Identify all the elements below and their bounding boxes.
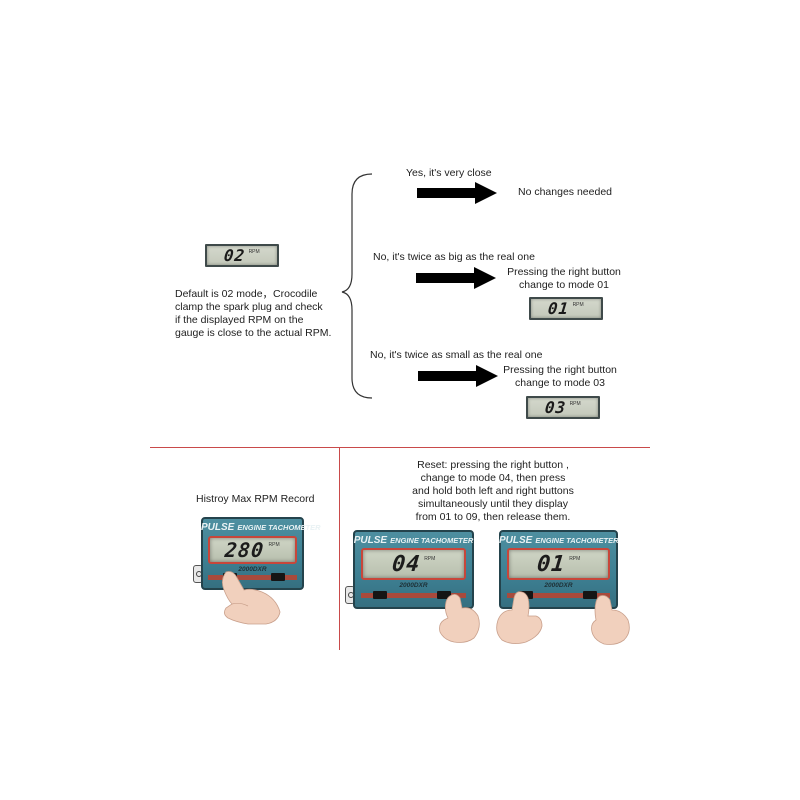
mode-03-digits: 03 xyxy=(544,398,568,417)
branch-close-question: Yes, it's very close xyxy=(406,167,492,179)
rpm-unit-label: RPM xyxy=(572,301,584,308)
mode-01-reset-digits: 01 xyxy=(535,551,567,577)
branch-close-result: No changes needed xyxy=(518,186,612,198)
branch-big-question: No, it's twice as big as the real one xyxy=(373,251,535,263)
branch-small-result: Pressing the right button change to mode… xyxy=(503,364,617,389)
device-screen: 01 RPM xyxy=(507,548,610,580)
device-screen: 04 RPM xyxy=(361,548,466,580)
horizontal-divider xyxy=(150,447,650,448)
arrow-right-icon xyxy=(417,182,497,204)
device-screen: 280 RPM xyxy=(208,536,297,564)
right-button[interactable] xyxy=(271,573,285,581)
device-model: 2000DXR xyxy=(544,582,573,589)
decision-brace xyxy=(341,173,373,399)
mode-01-display: 01 RPM xyxy=(529,297,603,320)
device-strip xyxy=(208,575,297,580)
history-digits: 280 xyxy=(224,538,266,562)
default-mode-text: Default is 02 mode，Crocodile clamp the s… xyxy=(175,288,332,339)
branch-big-result: Pressing the right button change to mode… xyxy=(507,266,621,291)
right-button[interactable] xyxy=(437,591,451,599)
right-hand-pressing-icon xyxy=(591,595,630,645)
device-strip xyxy=(361,593,466,598)
branch-small-question: No, it's twice as small as the real one xyxy=(370,349,543,361)
default-mode-display: 02 RPM xyxy=(205,244,279,267)
mode-03-display: 03 RPM xyxy=(526,396,600,419)
rpm-unit-label: RPM xyxy=(268,542,280,548)
hand-pressing-icon xyxy=(439,594,480,643)
device-model: 2000DXR xyxy=(238,566,267,573)
rpm-unit-label: RPM xyxy=(424,556,436,562)
mode-04-digits: 04 xyxy=(390,551,422,577)
rpm-unit-label: RPM xyxy=(569,400,581,407)
device-model: 2000DXR xyxy=(399,582,428,589)
reset-text: Reset: pressing the right button , chang… xyxy=(412,459,574,523)
arrow-right-icon xyxy=(418,365,498,387)
default-mode-digits: 02 xyxy=(223,246,247,265)
rpm-unit-label: RPM xyxy=(569,556,581,562)
mode-01-digits: 01 xyxy=(547,299,571,318)
hand-pressing-icon xyxy=(222,571,281,625)
right-button[interactable] xyxy=(583,591,597,599)
history-label: Histroy Max RPM Record xyxy=(196,493,315,505)
rpm-unit-label: RPM xyxy=(248,248,260,255)
device-strip xyxy=(507,593,610,598)
left-hand-pressing-icon xyxy=(496,591,543,644)
vertical-divider xyxy=(339,448,340,650)
left-button[interactable] xyxy=(373,591,387,599)
arrow-right-icon xyxy=(416,267,496,289)
